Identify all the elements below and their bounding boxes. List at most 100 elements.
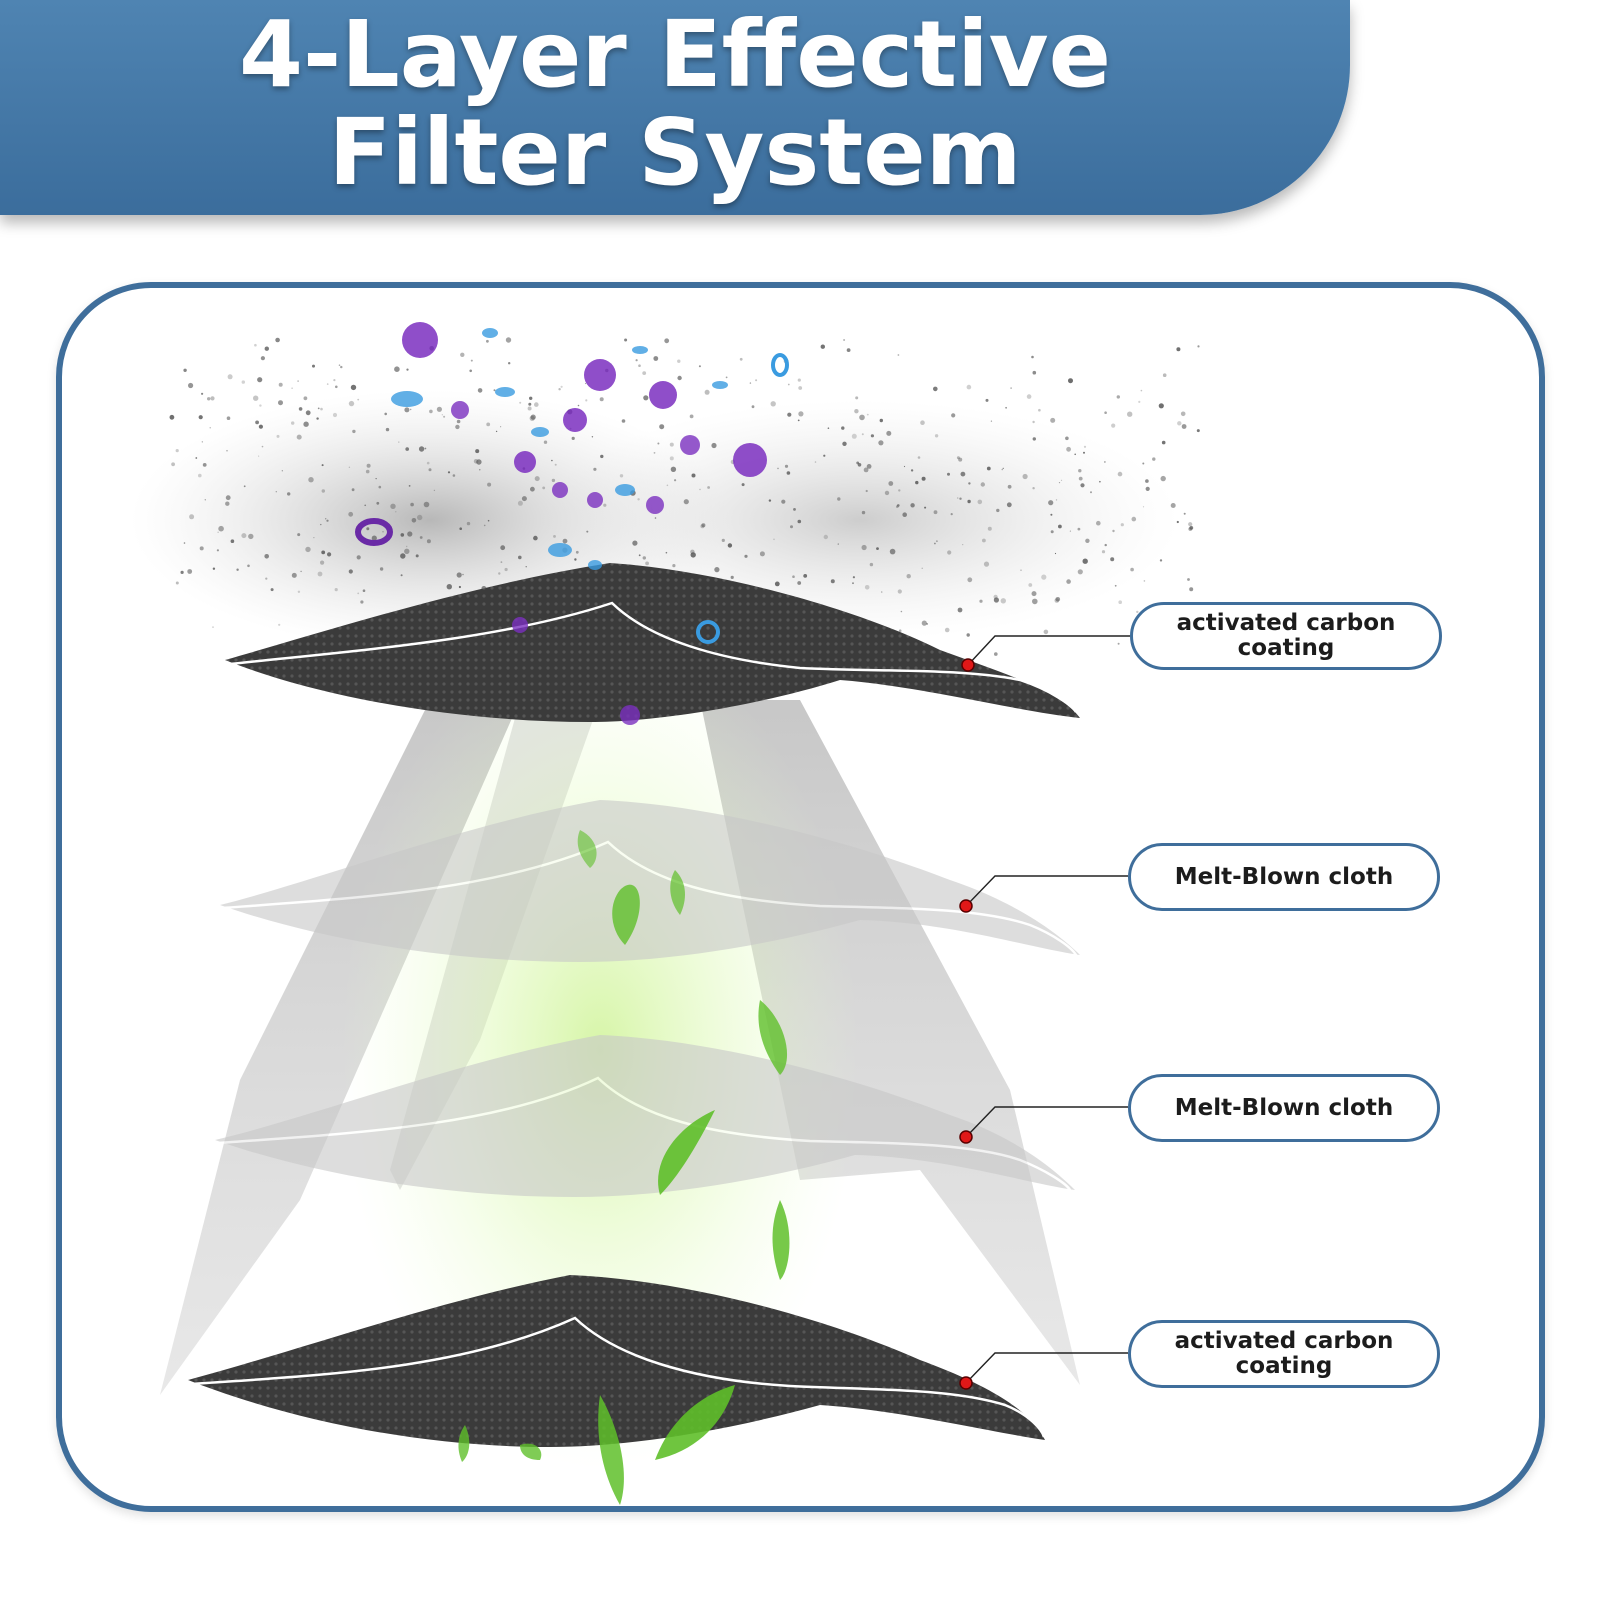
dust-speck xyxy=(558,388,561,391)
dust-speck xyxy=(456,572,462,578)
dust-speck xyxy=(947,472,950,476)
dust-speck xyxy=(689,414,694,419)
dust-speck xyxy=(1161,440,1166,445)
dust-speck xyxy=(1162,373,1167,378)
dust-speck xyxy=(910,503,915,508)
dust-speck xyxy=(921,620,927,626)
dust-speck xyxy=(400,553,406,559)
dust-speck xyxy=(897,589,902,594)
leader-line-1 xyxy=(967,635,1130,666)
dust-speck xyxy=(300,570,302,573)
dust-speck xyxy=(749,382,752,384)
dust-speck xyxy=(517,500,523,506)
dust-speck xyxy=(1054,552,1057,555)
dust-speck xyxy=(1038,408,1041,412)
dust-speck xyxy=(1026,394,1032,399)
dust-speck xyxy=(317,407,320,410)
dust-speck xyxy=(774,581,780,587)
dust-speck xyxy=(202,463,207,467)
dust-speck xyxy=(1180,411,1186,417)
dust-speck xyxy=(591,436,594,438)
dust-speck xyxy=(823,534,828,540)
dust-speck xyxy=(1197,345,1200,348)
dust-speck xyxy=(257,377,263,383)
dust-speck xyxy=(1160,475,1166,482)
dust-speck xyxy=(243,485,246,488)
dust-speck xyxy=(320,560,325,565)
dust-speck xyxy=(518,555,522,560)
dust-speck xyxy=(258,455,260,457)
dust-speck xyxy=(665,551,668,554)
dust-speck xyxy=(866,413,869,416)
dust-speck xyxy=(934,434,939,438)
dust-speck xyxy=(577,404,580,407)
dust-speck xyxy=(530,486,535,492)
dust-speck xyxy=(861,433,864,436)
dust-speck xyxy=(619,474,624,478)
dust-speck xyxy=(217,531,219,533)
dust-speck xyxy=(593,467,597,471)
dust-speck xyxy=(316,417,319,420)
dust-speck xyxy=(469,369,473,373)
dust-speck xyxy=(264,346,269,351)
dust-speck xyxy=(837,543,839,545)
dust-speck xyxy=(642,556,646,560)
dust-speck xyxy=(332,412,338,418)
dust-speck xyxy=(551,459,553,462)
dust-speck xyxy=(863,467,869,473)
meltblown-layer-lower-edge xyxy=(217,1076,1072,1191)
dust-speck xyxy=(385,427,390,432)
dust-speck xyxy=(669,456,674,461)
leaf xyxy=(655,1385,735,1460)
pointer-dot-2 xyxy=(959,899,973,913)
dust-speck xyxy=(1083,445,1087,448)
callout-melt-blown-lower: Melt-Blown cloth xyxy=(1128,1074,1440,1142)
dust-speck xyxy=(1060,479,1063,481)
dust-speck xyxy=(275,337,280,343)
dust-speck xyxy=(1170,503,1176,508)
dust-speck xyxy=(797,519,802,524)
dust-speck xyxy=(699,488,701,491)
dust-speck xyxy=(878,440,884,446)
leaf xyxy=(670,870,685,915)
dust-speck xyxy=(505,337,512,343)
dust-speck xyxy=(411,518,417,523)
dust-speck xyxy=(866,464,872,469)
particle-purple xyxy=(512,617,528,633)
dust-speck xyxy=(933,510,938,515)
dust-speck xyxy=(500,426,502,428)
dust-speck xyxy=(1032,370,1037,375)
dust-speck xyxy=(400,574,403,577)
dust-speck xyxy=(1130,567,1134,572)
dust-speck xyxy=(1158,403,1164,409)
dust-speck xyxy=(183,542,186,544)
dust-speck xyxy=(854,409,859,414)
dust-speck xyxy=(308,477,314,483)
dust-speck xyxy=(218,525,224,532)
dust-speck xyxy=(554,463,557,466)
dust-speck xyxy=(428,468,432,472)
dust-speck xyxy=(864,585,870,590)
dust-speck xyxy=(334,588,338,592)
dust-speck xyxy=(846,348,851,352)
dust-speck xyxy=(711,442,717,449)
dust-speck xyxy=(261,445,264,448)
dust-speck xyxy=(443,415,446,418)
dust-speck xyxy=(956,456,960,460)
dust-speck xyxy=(979,599,983,603)
dust-speck xyxy=(1010,387,1012,389)
callout-leaders xyxy=(965,635,1130,1384)
dust-speck xyxy=(666,484,669,487)
dust-speck xyxy=(1104,543,1107,547)
dust-speck xyxy=(287,492,291,496)
dust-speck xyxy=(1131,516,1137,522)
dust-speck xyxy=(1005,406,1007,409)
dust-speck xyxy=(382,531,384,533)
dust-speck xyxy=(707,486,710,489)
dust-speck xyxy=(180,570,184,575)
dust-speck xyxy=(820,344,825,349)
dust-speck xyxy=(638,554,641,557)
dust-speck xyxy=(1068,378,1073,384)
callout-activated-carbon-top: activated carbon coating xyxy=(1130,602,1442,670)
dust-speck xyxy=(1077,527,1081,531)
